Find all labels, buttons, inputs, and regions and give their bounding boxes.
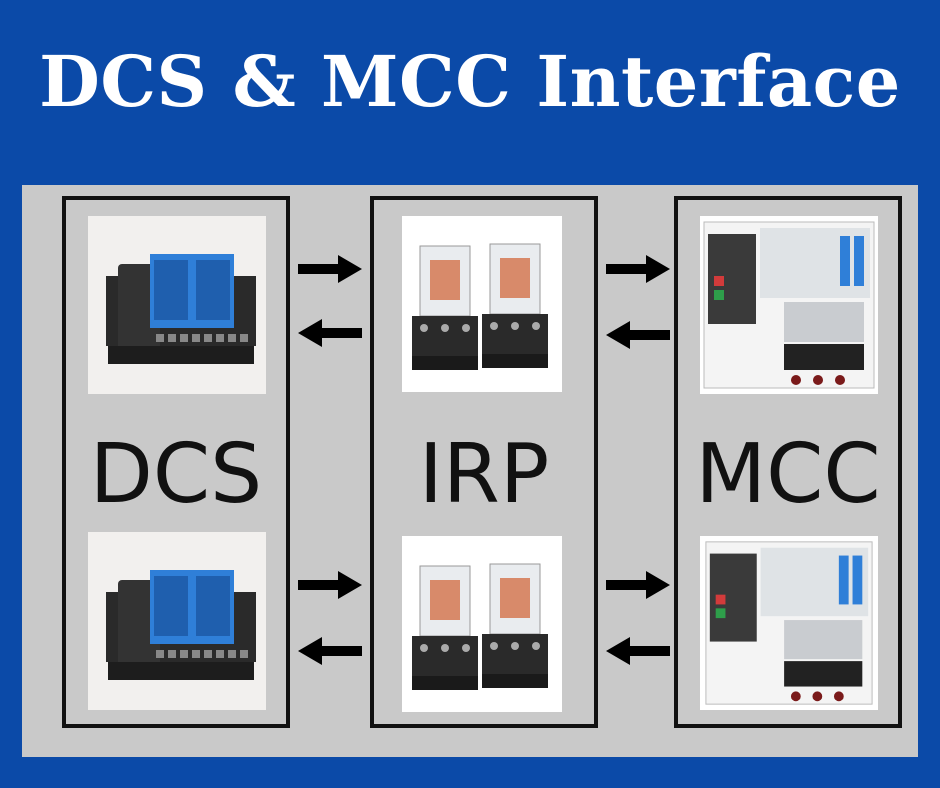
- dcs-module-image-top: [88, 216, 266, 394]
- relay-image-top: [402, 216, 562, 392]
- irp-column: IRP: [370, 196, 598, 728]
- arrow-left-icon: [606, 321, 670, 349]
- page-title: DCS & MCC Interface: [39, 40, 901, 123]
- mcc-label: MCC: [695, 427, 881, 522]
- dcs-module-image-bottom: [88, 532, 266, 710]
- arrow-left-icon: [606, 637, 670, 665]
- mcc-image-bottom: [700, 536, 878, 710]
- mcc-column: MCC: [674, 196, 902, 728]
- irp-label: IRP: [418, 427, 550, 522]
- arrow-right-icon: [606, 571, 670, 599]
- mcc-image-top: [700, 216, 878, 394]
- arrow-left-icon: [298, 637, 362, 665]
- arrow-right-icon: [606, 255, 670, 283]
- diagram-panel: DCS: [22, 185, 918, 757]
- dcs-column: DCS: [62, 196, 290, 728]
- arrow-right-icon: [298, 255, 362, 283]
- arrow-right-icon: [298, 571, 362, 599]
- dcs-label: DCS: [89, 427, 263, 522]
- relay-image-bottom: [402, 536, 562, 712]
- arrow-left-icon: [298, 319, 362, 347]
